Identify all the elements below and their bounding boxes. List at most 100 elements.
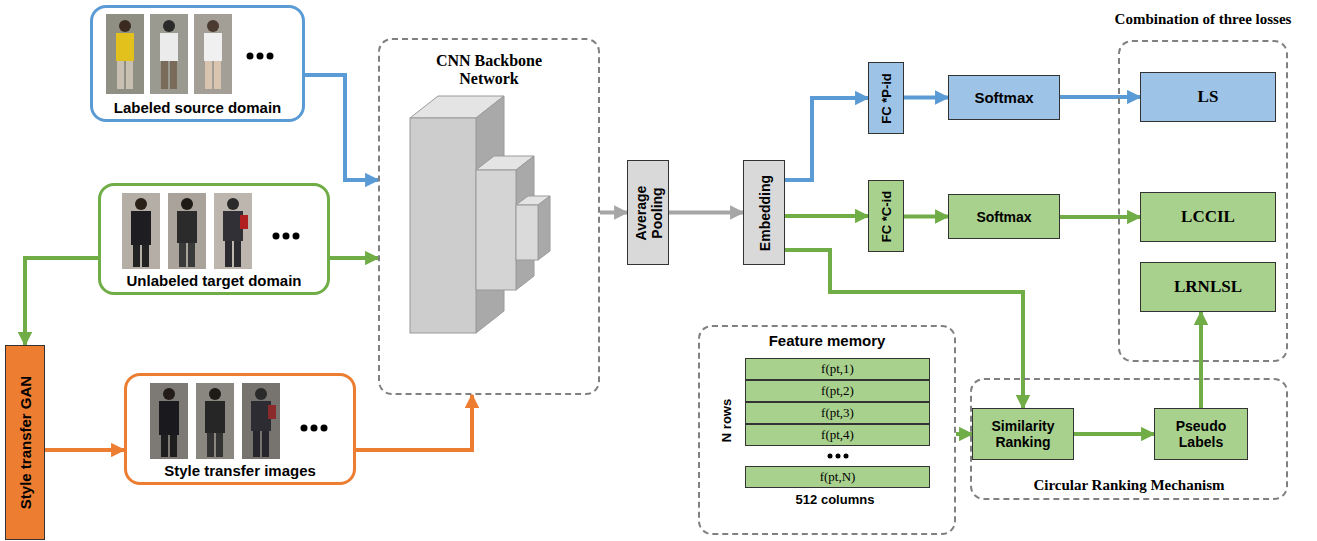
input-group: Unlabeled target domain	[98, 183, 330, 295]
process-box: Pseudo Labels	[1154, 408, 1248, 460]
node-label: Pseudo Labels	[1155, 418, 1247, 450]
person-photo-part	[170, 61, 177, 89]
flow-arrow	[1074, 432, 1154, 436]
node-label: f(pt,2)	[821, 383, 854, 399]
person-photo-part	[207, 20, 219, 32]
person-photo-part	[255, 388, 267, 400]
ellipsis-dots	[247, 53, 274, 60]
fc-layer-box: FC *P-id	[868, 62, 904, 134]
memory-row: f(pt,1)	[745, 358, 930, 380]
person-photo-part	[179, 243, 186, 267]
node-label: Unlabeled target domain	[126, 272, 301, 289]
process-box: Softmax	[948, 75, 1060, 120]
person-photo-part	[196, 383, 234, 459]
ellipsis-dots-part	[836, 454, 841, 459]
node-label: FC *C-id	[879, 185, 894, 247]
network-container: CNN Backbone Network	[378, 38, 600, 395]
ellipsis-dots-part	[301, 425, 308, 432]
loss-container: Combination of three lossesLSLCCILLRNLSL	[1118, 40, 1288, 362]
memory-row: f(pt,N)	[745, 466, 930, 488]
person-photo-part	[150, 14, 188, 94]
ellipsis-dots-part	[828, 454, 833, 459]
ellipsis-dots	[301, 425, 328, 432]
flow-arrow	[330, 256, 378, 260]
flow-arrow	[785, 214, 868, 218]
person-photo-part	[225, 241, 232, 267]
node-label: Style transfer GAN	[17, 350, 34, 535]
person-photo	[196, 383, 234, 459]
person-photo-part	[268, 405, 276, 419]
person-photo-part	[106, 14, 144, 94]
ellipsis-dots	[273, 233, 300, 240]
ellipsis-dots	[828, 454, 849, 459]
cnn-blocks	[410, 96, 550, 333]
node-label: f(pt,4)	[821, 427, 854, 443]
ellipsis-dots-part	[273, 233, 280, 240]
node-label: Softmax	[974, 89, 1033, 106]
node-label: FC *P-id	[879, 67, 894, 129]
fc-layer-box: FC *C-id	[868, 180, 904, 252]
node-label: Similarity Ranking	[973, 418, 1073, 450]
node-label: Softmax	[976, 209, 1031, 225]
gan-box: Style transfer GAN	[5, 345, 45, 540]
ellipsis-dots-part	[257, 53, 264, 60]
person-photo-part	[204, 33, 222, 61]
person-photo	[106, 14, 144, 94]
ellipsis-dots-part	[321, 425, 328, 432]
person-photo-part	[214, 61, 221, 89]
memory-row: f(pt,3)	[745, 402, 930, 424]
node-label: Combination of three losses	[1115, 11, 1292, 28]
node-label: Embedding	[756, 165, 772, 260]
person-photo-part	[205, 61, 212, 89]
person-photo-part	[177, 211, 197, 243]
person-photo	[122, 193, 160, 269]
node-label: f(pt,3)	[821, 405, 854, 421]
memory-row: f(pt,4)	[745, 424, 930, 446]
person-photo	[168, 193, 206, 269]
person-photo-part	[170, 435, 177, 457]
flow-arrow	[45, 448, 124, 452]
node-label: Style transfer images	[164, 462, 316, 479]
person-photo-part	[181, 198, 193, 210]
flow-arrow	[356, 395, 472, 450]
flow-arrow	[669, 211, 743, 215]
person-photo-part	[126, 61, 133, 89]
person-photo	[150, 383, 188, 459]
flow-arrow	[600, 211, 627, 215]
node-label: Labeled source domain	[114, 99, 282, 116]
axis-label: N rows	[719, 381, 734, 461]
person-photo-part	[119, 20, 131, 32]
person-photo-part	[161, 435, 168, 457]
ellipsis-dots-part	[247, 53, 254, 60]
person-photo-part	[160, 33, 178, 61]
person-photo-part	[116, 33, 134, 61]
person-photo-part	[253, 431, 260, 457]
node-label: f(pt,1)	[821, 361, 854, 377]
person-photo-part	[163, 20, 175, 32]
node-label: LS	[1198, 87, 1219, 107]
loss-box: LCCIL	[1140, 192, 1276, 242]
ellipsis-dots-part	[311, 425, 318, 432]
flow-arrow	[904, 96, 948, 100]
flow-arrow	[1060, 215, 1140, 219]
person-photo-part	[131, 211, 151, 245]
person-photo-part	[214, 193, 252, 269]
person-photo-part	[262, 431, 269, 457]
person-photo	[242, 383, 280, 459]
cnn-blocks-part	[538, 196, 550, 260]
node-label: Average Pooling	[632, 165, 664, 260]
person-photo-part	[117, 61, 124, 89]
cnn-blocks-part	[476, 170, 516, 290]
node-label: Feature memory	[769, 332, 886, 349]
input-group: Style transfer images	[124, 373, 356, 485]
person-photo-part	[168, 193, 206, 269]
person-photo-part	[135, 198, 147, 210]
memory-row: f(pt,2)	[745, 380, 930, 402]
person-photo-part	[122, 193, 160, 269]
person-photo-part	[207, 433, 214, 457]
person-photo-part	[194, 14, 232, 94]
person-photo-part	[216, 433, 223, 457]
flow-arrow	[305, 75, 378, 180]
node-label: LCCIL	[1181, 207, 1235, 227]
